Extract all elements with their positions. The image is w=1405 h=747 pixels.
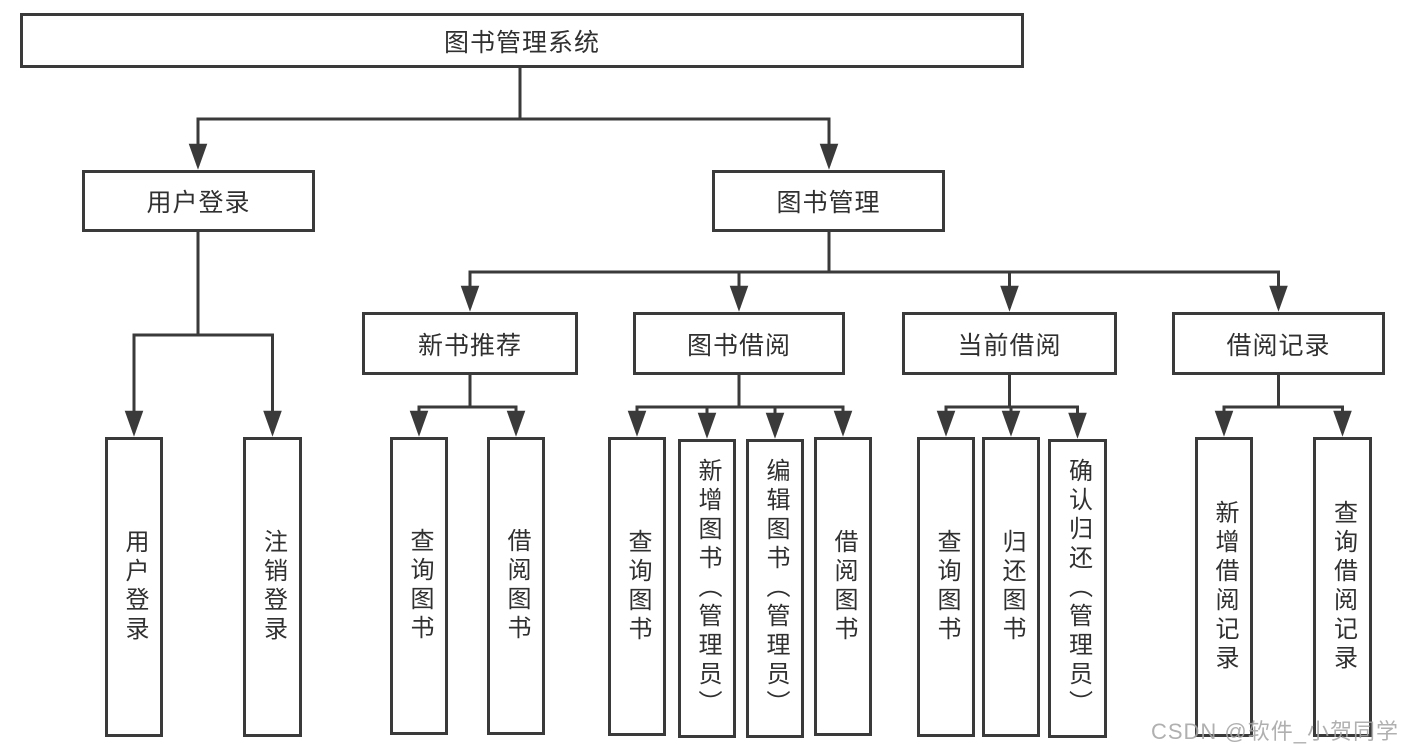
node-user-login: 用户登录 xyxy=(82,170,315,232)
node-root: 图书管理系统 xyxy=(20,13,1024,68)
node-leaf-borrow-edit-books-admin: 编辑图书（管理员） xyxy=(746,439,804,738)
node-leaf-borrow-add-books-admin: 新增图书（管理员） xyxy=(678,439,736,738)
node-borrowing-records: 借阅记录 xyxy=(1172,312,1385,375)
node-root-label: 图书管理系统 xyxy=(443,28,600,57)
node-leaf-user-login-label: 用户登录 xyxy=(121,529,148,645)
node-borrowing-records-label: 借阅记录 xyxy=(1226,331,1331,360)
node-leaf-records-query: 查询借阅记录 xyxy=(1313,437,1372,737)
node-leaf-records-add-label: 新增借阅记录 xyxy=(1211,500,1238,674)
node-new-book-recommend: 新书推荐 xyxy=(362,312,578,375)
node-leaf-borrow-query-books: 查询图书 xyxy=(608,437,666,736)
node-leaf-current-query-books: 查询图书 xyxy=(917,437,975,737)
node-book-borrowing-label: 图书借阅 xyxy=(686,331,791,360)
node-leaf-current-query-books-label: 查询图书 xyxy=(933,529,960,645)
node-leaf-current-return-books: 归还图书 xyxy=(982,437,1040,737)
node-leaf-borrow-add-books-admin-label: 新增图书（管理员） xyxy=(694,458,721,719)
node-leaf-borrow-lend-books: 借阅图书 xyxy=(814,437,872,736)
node-leaf-records-add: 新增借阅记录 xyxy=(1195,437,1253,737)
node-leaf-records-query-label: 查询借阅记录 xyxy=(1329,500,1357,674)
csdn-watermark: CSDN @软件_小贺同学 xyxy=(1150,719,1399,744)
node-book-management: 图书管理 xyxy=(712,170,945,232)
node-leaf-borrow-lend-books-label: 借阅图书 xyxy=(830,528,857,645)
node-book-borrowing: 图书借阅 xyxy=(633,312,845,375)
node-leaf-newrec-query-books: 查询图书 xyxy=(390,437,448,735)
node-new-book-recommend-label: 新书推荐 xyxy=(417,331,522,360)
node-current-borrowing-label: 当前借阅 xyxy=(957,331,1062,360)
node-user-login-label: 用户登录 xyxy=(146,189,251,217)
node-leaf-logout-label: 注销登录 xyxy=(259,529,287,645)
node-leaf-logout: 注销登录 xyxy=(243,437,302,737)
node-book-management-label: 图书管理 xyxy=(776,189,881,217)
node-leaf-borrow-query-books-label: 查询图书 xyxy=(624,528,651,645)
node-leaf-current-return-books-label: 归还图书 xyxy=(998,529,1025,645)
node-leaf-user-login: 用户登录 xyxy=(105,437,163,737)
node-leaf-borrow-edit-books-admin-label: 编辑图书（管理员） xyxy=(762,458,789,719)
node-leaf-newrec-borrow-books: 借阅图书 xyxy=(487,437,545,735)
node-leaf-newrec-query-books-label: 查询图书 xyxy=(406,528,433,644)
node-current-borrowing: 当前借阅 xyxy=(902,312,1117,375)
node-leaf-current-confirm-return-admin: 确认归还（管理员） xyxy=(1048,439,1107,738)
node-leaf-current-confirm-return-admin-label: 确认归还（管理员） xyxy=(1064,458,1092,719)
node-leaf-newrec-borrow-books-label: 借阅图书 xyxy=(503,528,530,644)
